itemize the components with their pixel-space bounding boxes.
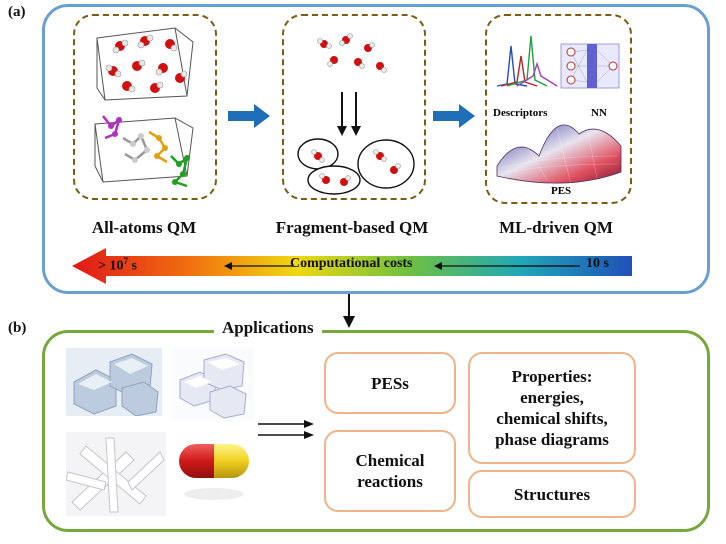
- ml-qm-title: ML-driven QM: [499, 218, 613, 237]
- all-atoms-structure-image: [94, 27, 194, 188]
- ml-box: Descriptors NN PES: [485, 14, 632, 204]
- capsule-image: [172, 432, 254, 516]
- applications-title: Applications: [214, 318, 322, 338]
- properties-line4: phase diagrams: [495, 430, 609, 449]
- down-arrow: [343, 294, 355, 328]
- cost-high-base: > 10: [98, 258, 124, 274]
- cost-high-unit: s: [127, 258, 137, 274]
- computational-costs-label: Computational costs: [290, 256, 413, 271]
- fragment-qm-title: Fragment-based QM: [275, 218, 429, 237]
- panel-b-label: (b): [8, 320, 27, 336]
- cost-gradient-bar: [72, 248, 632, 284]
- panel-b-frame: [42, 330, 710, 532]
- crystals-image: [66, 432, 166, 516]
- properties-box: Properties: energies, chemical shifts, p…: [468, 352, 636, 464]
- ml-structure-image: Descriptors NN PES: [493, 35, 622, 197]
- sugar-cubes-image: [172, 348, 254, 420]
- pes-box: PESs: [324, 352, 456, 414]
- applications-arrows: [258, 420, 314, 439]
- cost-low-label: 10 s: [586, 256, 609, 271]
- chemical-reactions-line1: Chemical: [355, 451, 425, 470]
- fragment-box: [282, 14, 426, 200]
- nn-label: NN: [591, 107, 607, 119]
- properties-line2: energies,: [520, 388, 584, 407]
- panel-a-frame: [42, 4, 710, 294]
- chemical-reactions-box: Chemical reactions: [324, 430, 456, 512]
- descriptors-label: Descriptors: [493, 107, 548, 119]
- structures-box: Structures: [468, 470, 636, 518]
- ice-cubes-image: [66, 348, 162, 416]
- properties-line1: Properties:: [511, 367, 593, 386]
- all-atoms-box: [73, 14, 217, 200]
- chemical-reactions-line2: reactions: [357, 472, 423, 491]
- all-atoms-qm-title: All-atoms QM: [91, 218, 197, 237]
- flow-arrow-2: [433, 104, 475, 128]
- cost-high-exponent: 7: [123, 256, 128, 266]
- panel-a-label: (a): [8, 4, 26, 20]
- properties-line3: chemical shifts,: [496, 409, 608, 428]
- pes-box-label: PESs: [371, 373, 409, 393]
- flow-arrow-1: [228, 104, 270, 128]
- pes-label: PES: [551, 185, 571, 197]
- fragment-structure-image: [297, 33, 415, 195]
- structures-label: Structures: [513, 484, 591, 504]
- cost-high-label: > 107 s: [98, 256, 137, 275]
